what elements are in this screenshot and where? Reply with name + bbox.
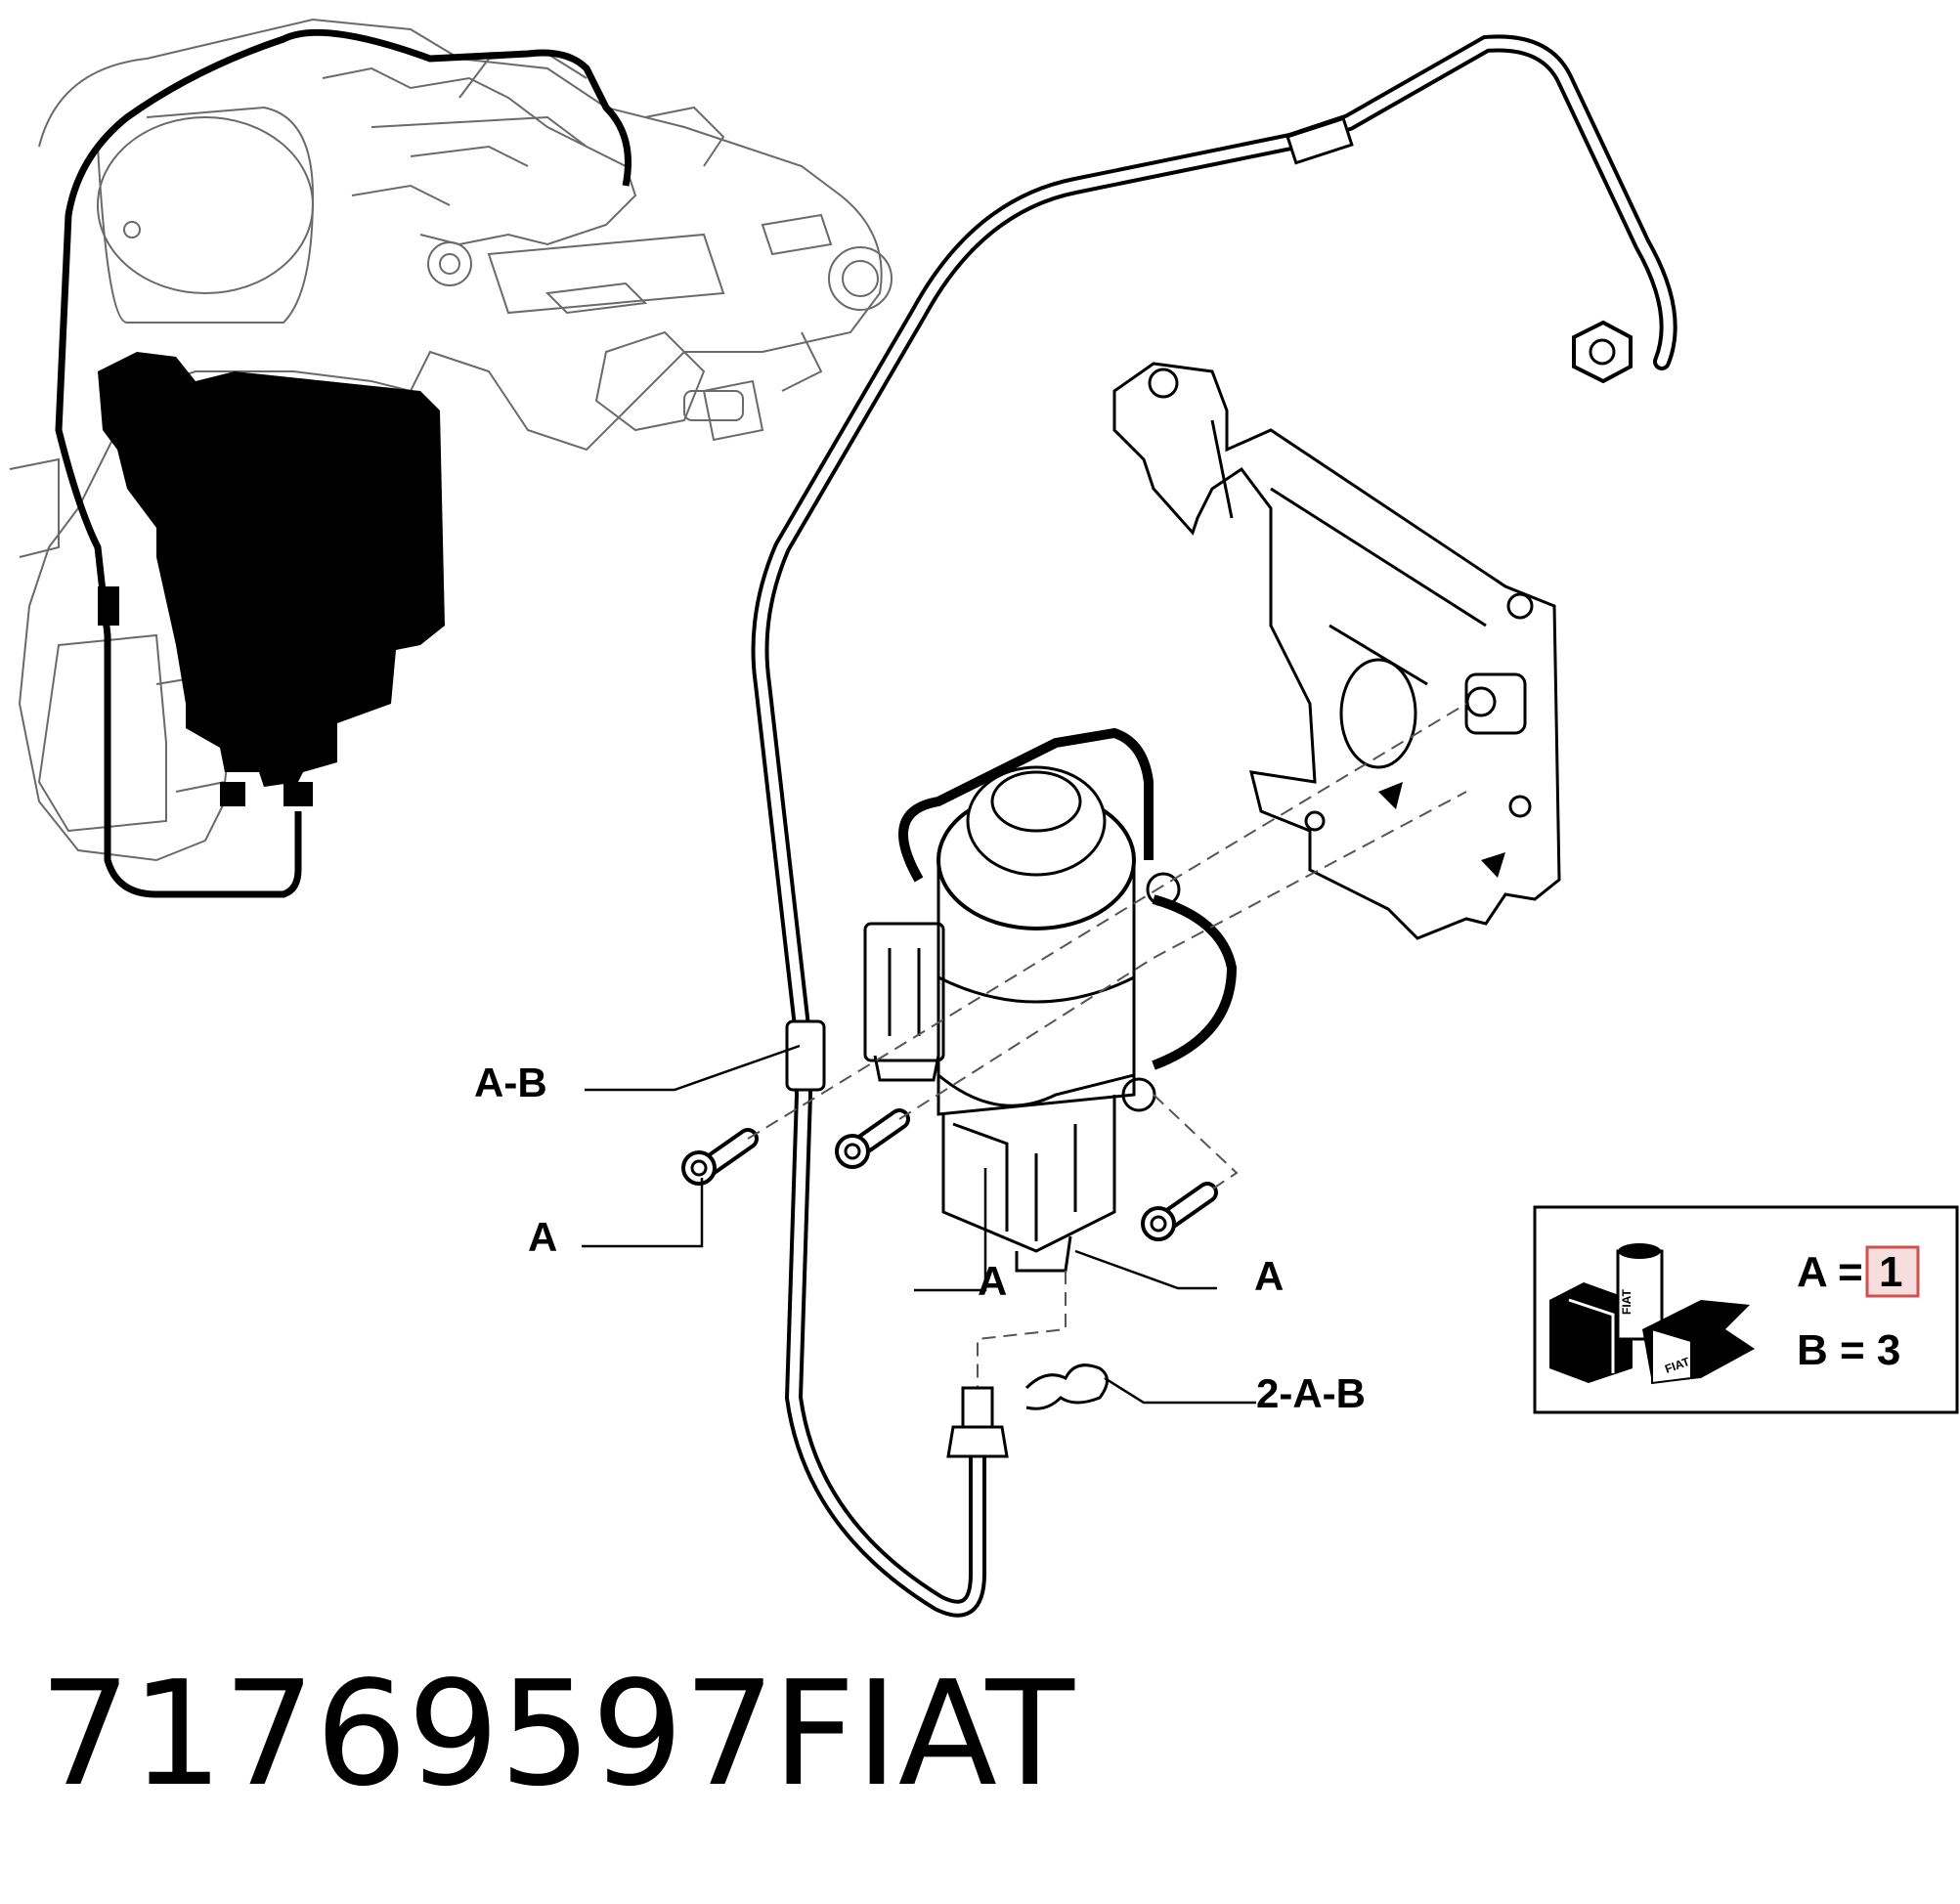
legend-value-highlight	[1865, 1245, 1920, 1298]
callout-seal: 2-A-B	[1256, 1370, 1366, 1416]
pipe-loop-thick	[55, 28, 632, 898]
callout-screw-right: A	[1254, 1253, 1284, 1299]
screw-left	[681, 1128, 759, 1186]
hydraulic-unit-silhouette	[98, 352, 445, 806]
icon-caption-bottle: FIAT	[1620, 1289, 1633, 1315]
callout-screw-left: A	[528, 1214, 557, 1260]
pipe-clamp	[98, 586, 119, 626]
threadlocker-icon: FIAT FIAT	[1549, 1243, 1755, 1385]
mounting-bracket	[1112, 362, 1561, 940]
legend-a-value: 1	[1879, 1248, 1902, 1296]
legend-box: FIAT FIAT A = 1 B = 3	[1533, 1205, 1959, 1414]
screw-right	[1141, 1182, 1218, 1241]
callout-screw-middle: A	[978, 1258, 1007, 1304]
hose-union	[946, 1386, 1009, 1458]
leader-lines	[582, 1044, 1256, 1405]
hose-line	[751, 34, 1677, 1618]
brand-name: FIAT	[772, 1650, 1074, 1818]
hose-nut	[1572, 320, 1633, 384]
legend-a-equals: =	[1838, 1248, 1863, 1296]
callout-hose-connector: A-B	[474, 1060, 547, 1105]
screw-middle	[835, 1108, 910, 1169]
legend-b-text: B = 3	[1797, 1326, 1900, 1374]
part-number: 71769597	[39, 1650, 776, 1818]
assembly-guides	[747, 703, 1467, 1388]
legend-a-label: A	[1797, 1248, 1828, 1296]
sealant-bead	[1024, 1363, 1109, 1410]
pump-motor	[863, 727, 1238, 1273]
